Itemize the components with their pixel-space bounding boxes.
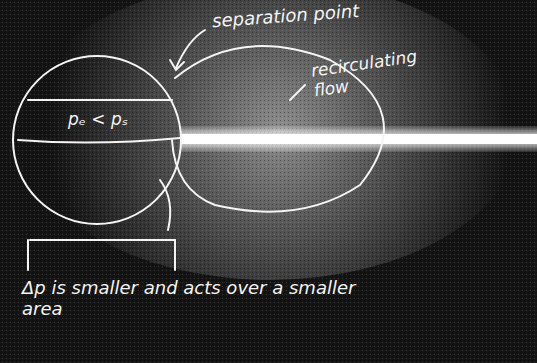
- bracket-right: [174, 240, 176, 270]
- arrow-head: [170, 60, 184, 70]
- pressure-label: pₑ < pₛ: [68, 110, 168, 130]
- sphere-outline: [13, 56, 181, 224]
- chord-line: [28, 99, 172, 101]
- separation-arrow: [176, 30, 205, 68]
- bracket-left: [27, 240, 29, 270]
- wake-streak: [180, 126, 537, 152]
- chord-line-lower: [30, 239, 175, 241]
- delta-p-note: Δp is smaller and acts over a smaller ar…: [22, 278, 382, 319]
- equator-line: [18, 138, 180, 143]
- recirculation-leader: [290, 85, 305, 100]
- wake-core: [180, 134, 537, 144]
- separation-tick: [160, 180, 170, 230]
